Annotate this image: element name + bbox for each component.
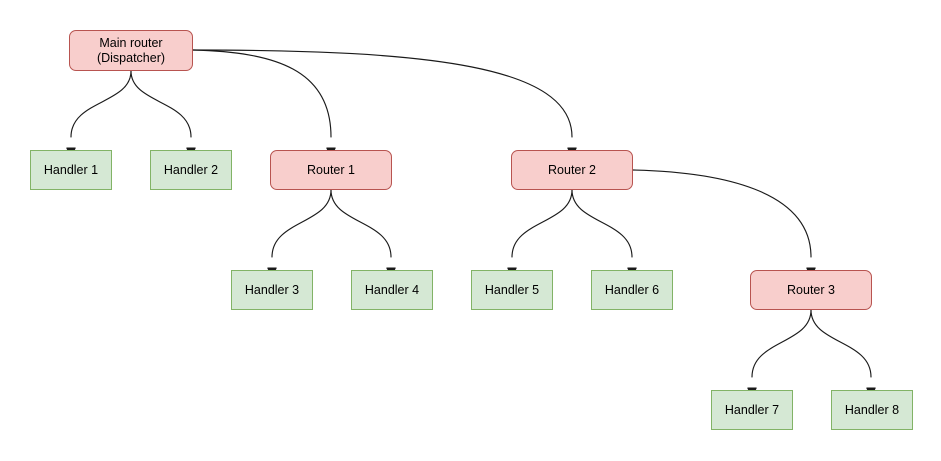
edge-router-1-to-handler-4 <box>330 189 392 258</box>
node-handler-7[interactable]: Handler 7 <box>711 390 793 430</box>
node-main-router[interactable]: Main router (Dispatcher) <box>69 30 193 71</box>
edge-router-2-to-router-3 <box>632 169 812 258</box>
node-handler-6[interactable]: Handler 6 <box>591 270 673 310</box>
node-label-main-router: Main router (Dispatcher) <box>96 35 166 65</box>
node-label-handler-6: Handler 6 <box>604 282 660 297</box>
node-router-1[interactable]: Router 1 <box>270 150 392 190</box>
edge-main-router-to-handler-2 <box>130 70 192 138</box>
edge-router-2-to-handler-5 <box>511 189 573 258</box>
node-label-handler-7: Handler 7 <box>724 402 780 417</box>
node-label-handler-2: Handler 2 <box>163 162 219 177</box>
node-handler-3[interactable]: Handler 3 <box>231 270 313 310</box>
edge-router-3-to-handler-7 <box>751 309 812 378</box>
node-handler-5[interactable]: Handler 5 <box>471 270 553 310</box>
node-label-handler-3: Handler 3 <box>244 282 300 297</box>
node-label-router-3: Router 3 <box>787 282 835 297</box>
node-label-handler-5: Handler 5 <box>484 282 540 297</box>
node-label-router-2: Router 2 <box>548 162 596 177</box>
node-label-handler-4: Handler 4 <box>364 282 420 297</box>
edge-main-router-to-router-1 <box>192 49 332 138</box>
node-label-router-1: Router 1 <box>307 162 355 177</box>
edge-main-router-to-router-2 <box>192 49 573 138</box>
node-handler-1[interactable]: Handler 1 <box>30 150 112 190</box>
node-handler-4[interactable]: Handler 4 <box>351 270 433 310</box>
edge-router-1-to-handler-3 <box>271 189 332 258</box>
node-handler-2[interactable]: Handler 2 <box>150 150 232 190</box>
edges-group <box>70 49 872 378</box>
node-router-2[interactable]: Router 2 <box>511 150 633 190</box>
edge-router-2-to-handler-6 <box>571 189 633 258</box>
node-label-handler-8: Handler 8 <box>844 402 900 417</box>
edge-router-3-to-handler-8 <box>810 309 872 378</box>
node-handler-8[interactable]: Handler 8 <box>831 390 913 430</box>
node-label-handler-1: Handler 1 <box>43 162 99 177</box>
edge-main-router-to-handler-1 <box>70 70 132 138</box>
node-router-3[interactable]: Router 3 <box>750 270 872 310</box>
